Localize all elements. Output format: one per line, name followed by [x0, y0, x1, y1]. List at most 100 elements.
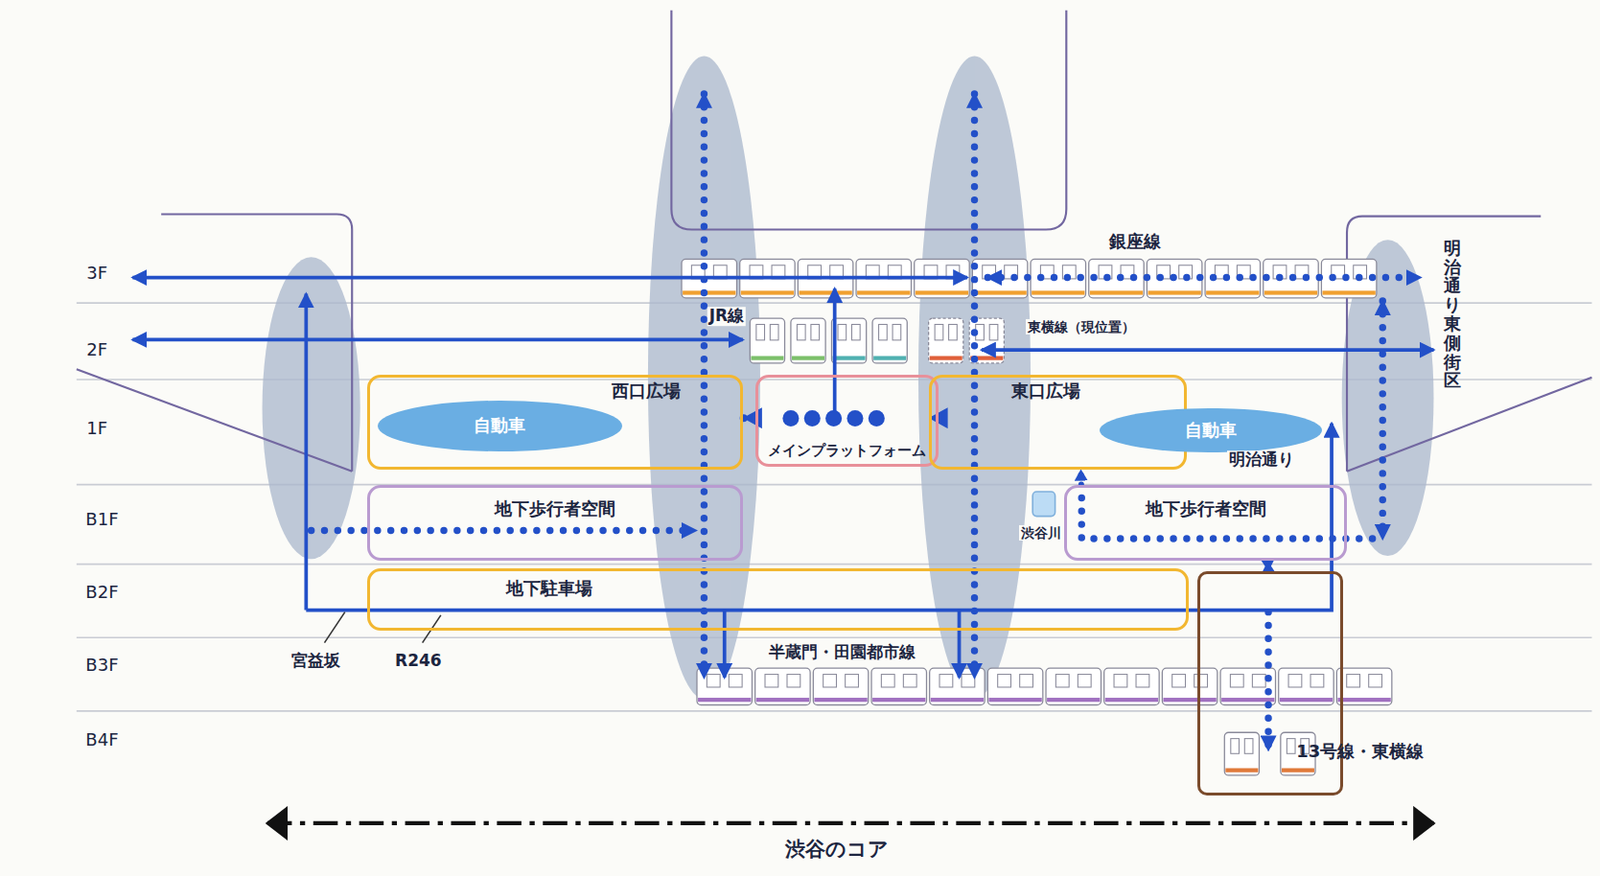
train-car: [812, 668, 868, 705]
leader-line: [324, 612, 345, 644]
car-stripe: [697, 697, 751, 702]
solid-arrows: [132, 278, 1434, 678]
core-zone: [918, 56, 1031, 700]
car-body: [872, 318, 907, 364]
train-car: [790, 318, 826, 364]
car-window: [1244, 739, 1253, 755]
street-name: 明治通り: [1227, 450, 1297, 470]
car-stripe: [682, 290, 736, 295]
car-body: [749, 318, 785, 364]
dot: [782, 410, 799, 427]
floor-label: B2F: [83, 582, 120, 603]
train-car: [1278, 668, 1334, 705]
car-stripe: [1205, 290, 1259, 295]
walkway-box: 地下歩行者空間: [1064, 485, 1347, 562]
core-zones: [262, 56, 1435, 700]
dot: [868, 410, 885, 427]
car-stripe: [973, 290, 1026, 295]
car-stripe: [988, 697, 1042, 702]
floor-label: B3F: [83, 655, 120, 676]
car-window: [1229, 674, 1244, 688]
train-car: [1161, 668, 1217, 705]
dot: [825, 410, 842, 427]
node-text: メインプラットフォーム: [767, 442, 927, 460]
car-window: [1286, 739, 1296, 755]
core-zone: [262, 256, 361, 559]
car-stripe: [798, 290, 852, 295]
building-outline: [161, 214, 352, 472]
dot: [804, 410, 821, 427]
flow-arrow: [833, 288, 837, 417]
plaza-box: 西口広場自動車: [367, 374, 743, 470]
car-body: [1224, 732, 1259, 776]
line-name: JR線: [707, 306, 746, 326]
car-window: [728, 674, 743, 688]
node-text: 地下歩行者空間: [1145, 499, 1267, 520]
art-group: [76, 10, 1593, 824]
car-stripe: [1321, 290, 1375, 295]
car-window: [1288, 674, 1302, 688]
car-ellipse: 自動車: [377, 400, 623, 452]
car-stripe: [1264, 290, 1318, 295]
building-outline: [1346, 216, 1541, 472]
node-text: 地下歩行者空間: [494, 499, 616, 520]
car-body: [1104, 668, 1160, 705]
floor-label: B1F: [83, 509, 120, 530]
car-stripe: [1221, 697, 1275, 702]
node-text: 自動車: [1184, 420, 1237, 441]
train-car: [831, 318, 866, 364]
car-window: [1172, 674, 1186, 688]
train-car: [987, 668, 1043, 705]
floor-line: [76, 563, 1593, 566]
parking-box: 地下駐車場: [367, 568, 1189, 631]
dotted-path: [1081, 487, 1372, 539]
car-window: [1310, 674, 1324, 688]
dotted-arrow: [987, 274, 1420, 281]
car-window: [903, 674, 917, 688]
car-ellipse: 自動車: [1099, 408, 1322, 454]
car-stripe: [1337, 697, 1391, 702]
flow-arrow: [303, 294, 308, 611]
car-window: [837, 324, 847, 340]
building-outline: [671, 10, 1067, 231]
car-stripe: [929, 355, 963, 360]
car-window: [823, 674, 837, 688]
flow-connector: [1077, 469, 1084, 486]
walkway-box: 地下歩行者空間: [367, 485, 743, 562]
car-window: [881, 674, 895, 688]
car-window: [949, 324, 958, 340]
flow-connector: [1265, 560, 1272, 572]
car-stripe: [1089, 290, 1143, 295]
car-body: [1278, 668, 1334, 705]
car-stripe: [1105, 697, 1159, 702]
car-window: [796, 324, 806, 340]
core-zone: [648, 56, 761, 700]
car-window: [934, 324, 944, 340]
car-window: [1252, 674, 1266, 688]
node-text: 13号線・東横線: [1296, 742, 1424, 763]
car-stripe: [1225, 768, 1258, 773]
car-window: [1230, 739, 1240, 755]
car-body: [871, 668, 927, 705]
dotted-arrow: [1379, 301, 1387, 539]
line-name: 銀座線: [1107, 231, 1163, 253]
leader-lines: [324, 612, 441, 644]
node-text: 西口広場: [611, 381, 681, 402]
train-car: [749, 318, 785, 364]
floor-label: 1F: [84, 418, 110, 440]
car-body: [1161, 668, 1217, 705]
car-body: [1220, 668, 1276, 705]
floor-label: B4F: [83, 729, 120, 750]
street-name: 宮益坂: [289, 651, 343, 672]
car-window: [1020, 674, 1034, 688]
flow-connector: [742, 414, 756, 422]
car-window: [989, 324, 998, 340]
building-outline: [76, 369, 352, 471]
flow-arrow: [132, 338, 743, 343]
floor-line: [76, 710, 1593, 713]
car-body: [1045, 668, 1101, 705]
car-stripe: [741, 290, 794, 295]
dotted-arrow: [700, 93, 708, 678]
car-window: [1194, 674, 1208, 688]
